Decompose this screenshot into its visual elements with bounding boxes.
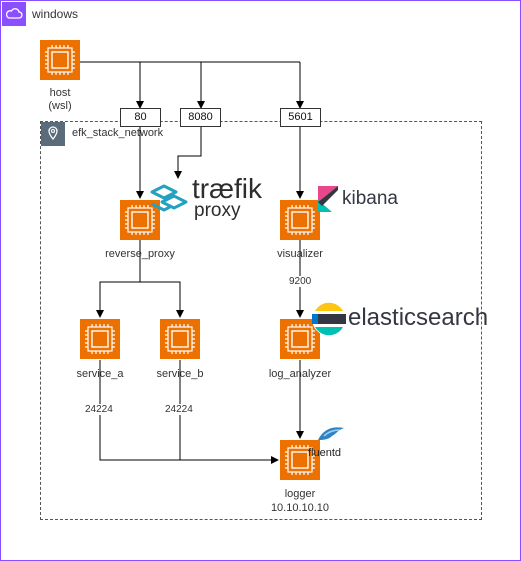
edge-label-9200: 9200 [288,276,313,287]
service-b-node-icon[interactable] [160,319,200,359]
network-group [40,121,482,520]
reverse-proxy-label: reverse_proxy [105,248,175,260]
traefik-logo-subtext: proxy [194,200,241,221]
service-a-label: service_a [76,368,124,380]
host-label-line2: (wsl) [48,100,72,112]
visualizer-node-icon[interactable] [280,200,320,240]
logger-node-icon[interactable] [280,440,320,480]
edge-label-24224-b: 24224 [164,404,194,415]
location-pin-icon [41,122,65,149]
visualizer-label: visualizer [277,248,323,260]
log-analyzer-label: log_analyzer [268,368,332,380]
kibana-logo-icon [318,186,338,215]
host-label-line1: host [49,87,71,99]
fluentd-logo-text: fluentd [308,447,342,459]
service-a-node-icon[interactable] [80,319,120,359]
cloud-icon [2,2,26,29]
port-8080-box: 8080 [180,108,221,127]
port-80-box: 80 [120,108,161,127]
edge-label-24224-a: 24224 [84,404,114,415]
logger-label-line2: 10.10.10.10 [270,502,330,514]
fluentd-bird-icon [316,422,346,449]
elasticsearch-logo-icon [311,301,347,340]
traefik-logo-text: træfik [192,173,262,204]
reverse-proxy-node-icon[interactable] [120,200,160,240]
port-5601-box: 5601 [280,108,321,127]
kibana-logo-text: kibana [342,188,398,209]
window-title: windows [32,7,79,21]
traefik-logo-icon [150,182,188,221]
log-analyzer-node-icon[interactable] [280,319,320,359]
service-b-label: service_b [156,368,204,380]
logger-label-line1: logger [284,488,316,500]
host-node-icon[interactable] [40,40,80,80]
elasticsearch-logo-text: elasticsearch [348,304,489,331]
